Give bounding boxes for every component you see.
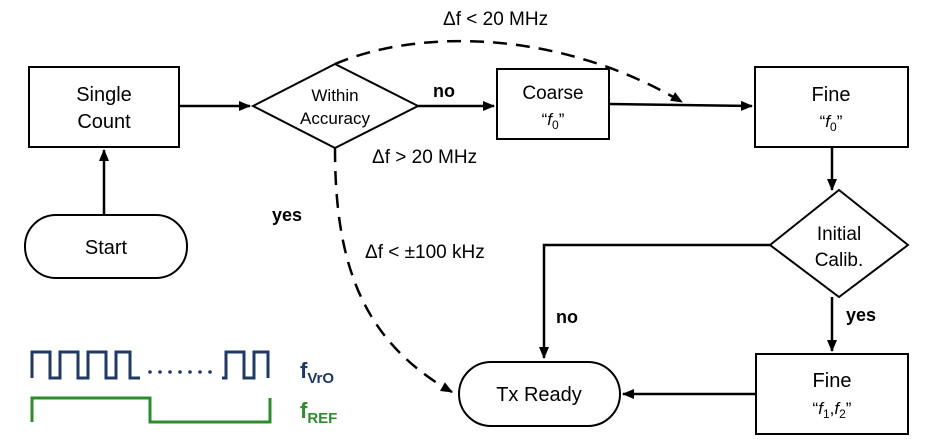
label-df-less-100khz: Δf < ±100 kHz bbox=[365, 242, 485, 263]
vco-waveform bbox=[30, 350, 270, 380]
label-df-less-20mhz: Δf < 20 MHz bbox=[443, 9, 548, 30]
single-count-box: Single Count bbox=[28, 66, 180, 148]
edge-initial-calib-no-to-tx-ready bbox=[539, 243, 770, 359]
start-label: Start bbox=[85, 237, 128, 259]
start-terminal: Start bbox=[24, 214, 188, 279]
label-no-coarse: no bbox=[433, 81, 455, 101]
within-accuracy-decision: Within Accuracy bbox=[250, 62, 421, 150]
initial-calib-decision: Initial Calib. bbox=[768, 188, 910, 299]
within-accuracy-label-line2: Accuracy bbox=[300, 109, 370, 128]
coarse-title: Coarse bbox=[522, 83, 583, 104]
vco-dots bbox=[148, 370, 212, 374]
single-count-label-line2: Count bbox=[77, 111, 131, 133]
within-accuracy-label-line1: Within bbox=[311, 86, 358, 105]
single-count-label-line1: Single bbox=[76, 84, 132, 106]
fine-f1f2-variable: “f1,f2” bbox=[813, 399, 852, 421]
fine-f0-title: Fine bbox=[812, 84, 851, 106]
ref-waveform bbox=[30, 396, 272, 424]
edge-coarse-to-fine bbox=[608, 100, 753, 111]
label-df-greater-20mhz: Δf > 20 MHz bbox=[372, 147, 477, 168]
fine-f0-variable: “f0” bbox=[820, 112, 843, 134]
initial-calib-label-line2: Calib. bbox=[815, 250, 864, 271]
edge-dashed-to-tx-ready bbox=[333, 147, 453, 394]
coarse-box: Coarse “f0” bbox=[496, 68, 610, 140]
fine-f0-box: Fine “f0” bbox=[754, 66, 909, 148]
coarse-variable: “f0” bbox=[542, 110, 565, 132]
edge-dashed-to-fine bbox=[334, 39, 683, 104]
fine-f1f2-title: Fine bbox=[813, 370, 852, 392]
label-yes-calib: yes bbox=[846, 305, 876, 325]
label-yes-left: yes bbox=[272, 205, 302, 225]
label-no-calib: no bbox=[556, 307, 578, 327]
legend-f-ref: fREF bbox=[300, 398, 337, 427]
tx-ready-label: Tx Ready bbox=[496, 384, 582, 406]
tx-ready-terminal: Tx Ready bbox=[458, 361, 621, 427]
fine-f1f2-box: Fine “f1,f2” bbox=[755, 353, 909, 435]
initial-calib-label-line1: Initial bbox=[817, 224, 861, 245]
legend-f-vco: fVrO bbox=[300, 358, 334, 387]
